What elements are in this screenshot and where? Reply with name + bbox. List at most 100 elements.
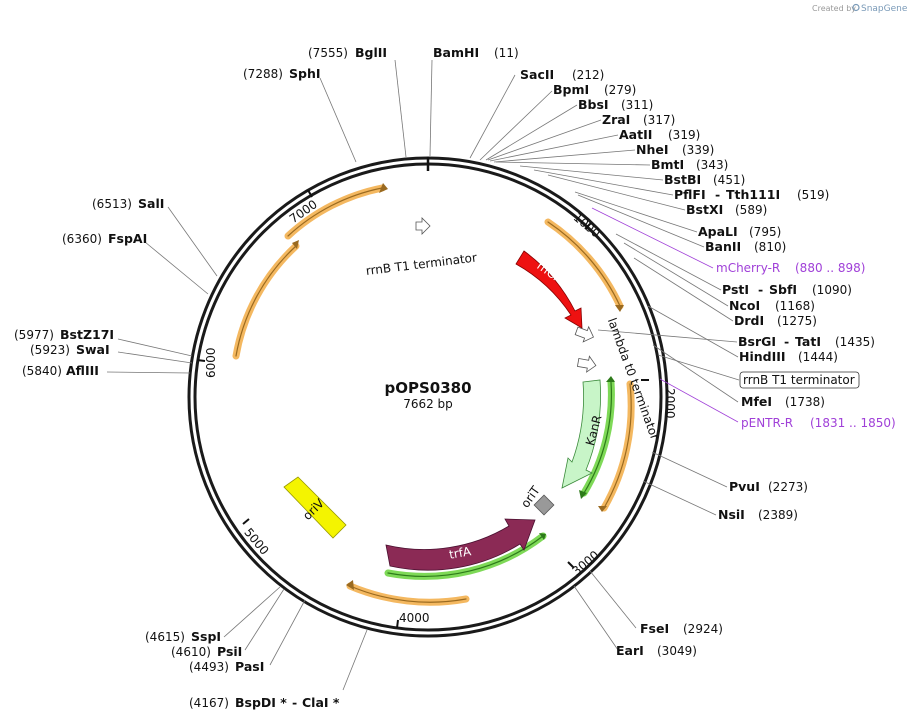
enzyme-name[interactable]: SspI [191,629,221,644]
orit-feature[interactable]: oriT [518,483,555,516]
enzyme-name[interactable]: NsiI [718,507,745,522]
enzyme-name[interactable]: PstI [722,282,749,297]
rrnb-boxed-text: rrnB T1 terminator [743,373,855,387]
enzyme-separator: - [784,334,789,349]
enzyme-labels-top: BamHI (11) SacII (212) BpmI (279) BbsI (… [433,45,875,658]
enzyme-pos: (11) [494,46,519,60]
enzyme-pos: (311) [621,98,653,112]
enzyme-name[interactable]: BanII [705,239,741,254]
primer-leader-lines [591,207,739,423]
enzyme-pos: (589) [735,203,767,217]
oriv-feature[interactable]: oriV [283,476,347,539]
enzyme-name[interactable]: BpmI [553,82,589,97]
primer-pos: (880 .. 898) [795,261,865,275]
tick-label-6000: 6000 [204,347,218,378]
enzyme-pos: (810) [754,240,786,254]
enzyme-pos: (7555) [308,46,348,60]
enzyme-pos: (7288) [243,67,283,81]
enzyme-labels-left: (7555) BglII (7288) SphI (6513) SalI (63… [14,45,387,710]
tick-label-4000: 4000 [399,611,430,625]
enzyme-name[interactable]: BstXI [686,202,723,217]
enzyme-name[interactable]: SalI [138,196,164,211]
rrnb-boxed-leader [657,354,740,381]
enzyme-name[interactable]: SwaI [76,342,110,357]
enzyme-name[interactable]: FspAI [108,231,147,246]
enzyme-pos: (319) [668,128,700,142]
enzyme-pos: (1168) [775,299,815,313]
enzyme-name[interactable]: NcoI [729,298,760,313]
enzyme-name[interactable]: DrdI [734,313,764,328]
enzyme-name[interactable]: PflFI [674,187,706,202]
enzyme-pos: (2924) [683,622,723,636]
primer-labels: mCherry-R (880 .. 898) pENTR-R (1831 .. … [716,261,896,430]
enzyme-name[interactable]: SacII [520,67,554,82]
enzyme-name[interactable]: PasI [235,659,264,674]
enzyme-name[interactable]: BamHI [433,45,479,60]
enzyme-pos: (3049) [657,644,697,658]
enzyme-name[interactable]: HindIII [739,349,786,364]
enzyme-name[interactable]: PvuI [729,479,760,494]
enzyme-pos: (519) [797,188,829,202]
credit: Created by SnapGene [812,3,908,14]
enzyme-name[interactable]: BsrGI [738,334,776,349]
trfa-feature[interactable]: trfA [385,518,536,571]
enzyme-pos: (343) [696,158,728,172]
tick-label-2000: 2000 [663,388,677,419]
enzyme-leader-lines-left [106,59,407,691]
credit-prefix: Created by [812,4,856,13]
enzyme-name[interactable]: AatII [619,127,652,142]
enzyme-name[interactable]: BbsI [578,97,609,112]
enzyme-name[interactable]: PsiI [217,644,242,659]
primer-pos: (1831 .. 1850) [810,416,896,430]
enzyme-name[interactable]: BmtI [651,157,684,172]
plasmid-name: pOPS0380 [384,379,471,397]
enzyme-name[interactable]: SphI [289,66,321,81]
enzyme-leader-lines-top [429,59,739,651]
rrnb-inner-label: rrnB T1 terminator [365,250,478,278]
enzyme-name[interactable]: ClaI * [302,695,340,710]
enzyme-pos: (451) [713,173,745,187]
enzyme-name[interactable]: BglII [355,45,387,60]
orange-arcs [232,184,635,606]
enzyme-pos: (5923) [30,343,70,357]
enzyme-pos: (4615) [145,630,185,644]
enzyme-pos: (795) [749,225,781,239]
enzyme-name[interactable]: NheI [636,142,669,157]
enzyme-pos: (4167) [189,696,229,710]
rrnb-t1-terminator-inner-feature[interactable] [576,355,598,374]
primer-name[interactable]: mCherry-R [716,261,780,275]
enzyme-name[interactable]: EarI [616,643,644,658]
plasmid-size: 7662 bp [403,397,453,411]
enzyme-name[interactable]: BstZ17I [60,327,114,342]
rrnb-boxed-label[interactable]: rrnB T1 terminator [739,371,860,389]
enzyme-pos: (1738) [785,395,825,409]
enzyme-pos: (339) [682,143,714,157]
enzyme-name[interactable]: ApaLI [698,224,738,239]
orange-arrowheads [292,183,624,590]
enzyme-name[interactable]: BspDI * [235,695,287,710]
enzyme-name[interactable]: AflIII [66,363,99,378]
enzyme-pos: (1444) [798,350,838,364]
enzyme-pos: (6513) [92,197,132,211]
trfa-label: trfA [448,544,473,562]
enzyme-name[interactable]: FseI [640,621,669,636]
enzyme-name[interactable]: TatI [795,334,821,349]
enzyme-separator: - [758,282,763,297]
enzyme-name[interactable]: BstBI [664,172,701,187]
enzyme-pos: (4493) [189,660,229,674]
enzyme-pos: (1435) [835,335,875,349]
enzyme-name[interactable]: Tth111I [726,187,780,202]
enzyme-pos: (5977) [14,328,54,342]
enzyme-name[interactable]: SbfI [769,282,797,297]
green-arcs [384,378,615,580]
enzyme-pos: (1090) [812,283,852,297]
mcherry-feature[interactable]: mCherry [515,250,585,329]
enzyme-name[interactable]: ZraI [602,112,630,127]
enzyme-pos: (6360) [62,232,102,246]
primer-name[interactable]: pENTR-R [741,416,793,430]
enzyme-pos: (2389) [758,508,798,522]
rrnb-t1-terminator-top-feature[interactable]: rrnB T1 terminator [365,217,478,278]
enzyme-pos: (317) [643,113,675,127]
enzyme-name[interactable]: MfeI [741,394,772,409]
